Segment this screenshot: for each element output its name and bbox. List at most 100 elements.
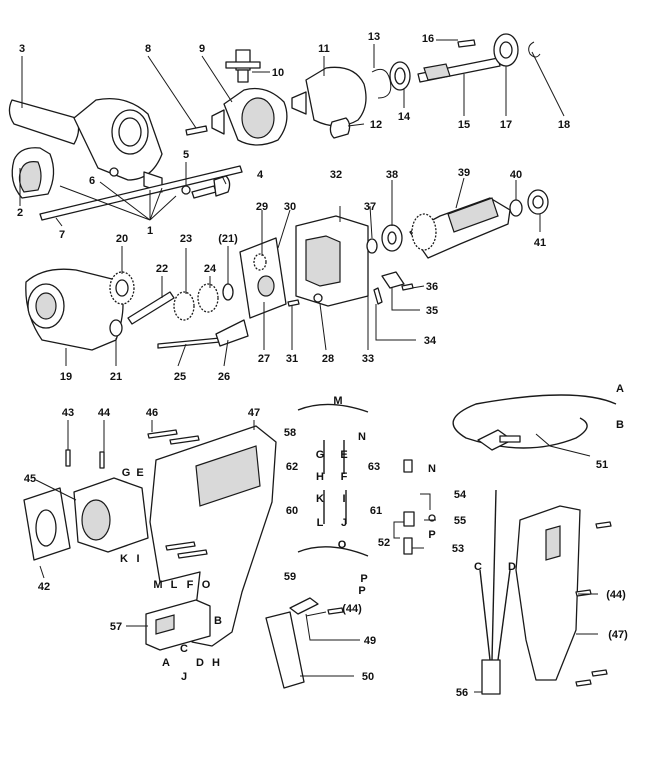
- callout-35: 35: [426, 305, 438, 317]
- callout-49: 49: [364, 635, 376, 647]
- callout-52: 52: [378, 537, 390, 549]
- switch-plate-26: [215, 319, 249, 347]
- callout-15: 15: [458, 119, 470, 131]
- callout-10: 10: [272, 67, 284, 79]
- callout-63: 63: [368, 461, 380, 473]
- callout-34: 34: [424, 335, 437, 347]
- gear-23: [173, 291, 195, 321]
- pin-31: [287, 299, 300, 307]
- callout-27: 27: [258, 353, 270, 365]
- wire-letter-k-coil: K: [120, 553, 128, 565]
- callout-9: 9: [199, 43, 205, 55]
- callout-numbers: 3 8 9 10 11 13 16 12 14 15 17 18 5 6 4 2…: [17, 31, 628, 699]
- field-coil-45: [73, 477, 149, 553]
- callout-22: 22: [156, 263, 168, 275]
- wire-letter-c-bundle: C: [474, 561, 482, 573]
- callout-44: 44: [98, 407, 111, 419]
- bearing-plate-27: [239, 237, 287, 319]
- wire-letter-i-lead: I: [342, 493, 345, 505]
- callout-50: 50: [362, 671, 374, 683]
- spacer-12: [329, 117, 351, 139]
- wire-letter-h-lead: H: [316, 471, 324, 483]
- callout-16: 16: [422, 33, 434, 45]
- lead-bundle-56: [479, 489, 511, 695]
- callout-33: 33: [362, 353, 374, 365]
- screw-36: [401, 283, 414, 291]
- clamp-49: [289, 597, 319, 615]
- callout-44p-a: (44): [342, 603, 362, 615]
- switch-57: [145, 599, 211, 651]
- armature-39: [409, 197, 511, 259]
- wire-letter-g-coil: G: [122, 467, 131, 479]
- callout-29: 29: [256, 201, 268, 213]
- callout-61: 61: [370, 505, 382, 517]
- callout-23: 23: [180, 233, 192, 245]
- main-housing-47: [149, 425, 277, 647]
- wire-lead-58: [297, 403, 369, 413]
- brush-34: [373, 287, 383, 305]
- wire-letter-markers: A B M N G E H F K I L J O P N P G E K I …: [120, 383, 624, 683]
- callout-13: 13: [368, 31, 380, 43]
- callout-57: 57: [110, 621, 122, 633]
- gear-20: [109, 271, 135, 305]
- callout-14: 14: [398, 111, 411, 123]
- wire-letter-l-lead: L: [317, 517, 324, 529]
- callout-2: 2: [17, 207, 23, 219]
- wire-letter-n-lead: N: [358, 431, 366, 443]
- wire-letter-k-lead: K: [316, 493, 324, 505]
- handle-half-47: [515, 505, 581, 681]
- ring-14: [389, 61, 411, 91]
- callout-24: 24: [204, 263, 217, 275]
- side-handle: [8, 97, 163, 193]
- callout-31: 31: [286, 353, 298, 365]
- callout-7: 7: [59, 229, 65, 241]
- gear-24: [197, 283, 219, 313]
- callout-47: 47: [248, 407, 260, 419]
- callout-12: 12: [370, 119, 382, 131]
- callout-5: 5: [183, 149, 189, 161]
- wire-letter-g-lead: G: [316, 449, 325, 461]
- chuck-key: [225, 49, 261, 83]
- wire-letter-j-lead: J: [341, 517, 347, 529]
- end-cap-42: [23, 487, 71, 561]
- callout-60: 60: [286, 505, 298, 517]
- callout-1: 1: [147, 225, 153, 237]
- callout-37: 37: [364, 201, 376, 213]
- callout-62: 62: [286, 461, 298, 473]
- wire-letter-j-switch: J: [181, 671, 187, 683]
- callout-40: 40: [510, 169, 522, 181]
- callout-6: 6: [89, 175, 95, 187]
- wire-letter-p-lead: P: [360, 573, 367, 585]
- circlip-18: [528, 41, 541, 58]
- wire-letter-p-connector: P: [428, 529, 435, 541]
- gear-29: [253, 253, 267, 271]
- wire-letter-h-switch: H: [212, 657, 220, 669]
- cord-guard-50: [265, 611, 305, 689]
- wire-letter-p-extra: P: [358, 585, 365, 597]
- motor-housing-32: [295, 215, 369, 307]
- callout-36: 36: [426, 281, 438, 293]
- callout-21p: (21): [218, 233, 238, 245]
- wing-bolt: [191, 175, 231, 199]
- wire-letter-a-switch: A: [162, 657, 170, 669]
- pin-25: [157, 337, 221, 349]
- callout-39: 39: [458, 167, 470, 179]
- callout-8: 8: [145, 43, 151, 55]
- wire-letter-f-lead: F: [341, 471, 348, 483]
- wire-letter-e-lead: E: [340, 449, 347, 461]
- bearing-40: [509, 199, 523, 217]
- wire-letter-o-switch: O: [202, 579, 211, 591]
- keyless-chuck: [291, 66, 367, 127]
- wire-letter-l-switch: L: [171, 579, 178, 591]
- washer-21: [109, 319, 123, 337]
- gear-housing-19: [25, 268, 124, 351]
- callout-18: 18: [558, 119, 570, 131]
- callout-42: 42: [38, 581, 50, 593]
- callout-46: 46: [146, 407, 158, 419]
- bearing-38: [381, 224, 403, 252]
- circlip-13: [371, 68, 392, 99]
- callout-56: 56: [456, 687, 468, 699]
- spindle-15: [417, 57, 501, 83]
- wire-letter-o-lead: O: [338, 539, 347, 551]
